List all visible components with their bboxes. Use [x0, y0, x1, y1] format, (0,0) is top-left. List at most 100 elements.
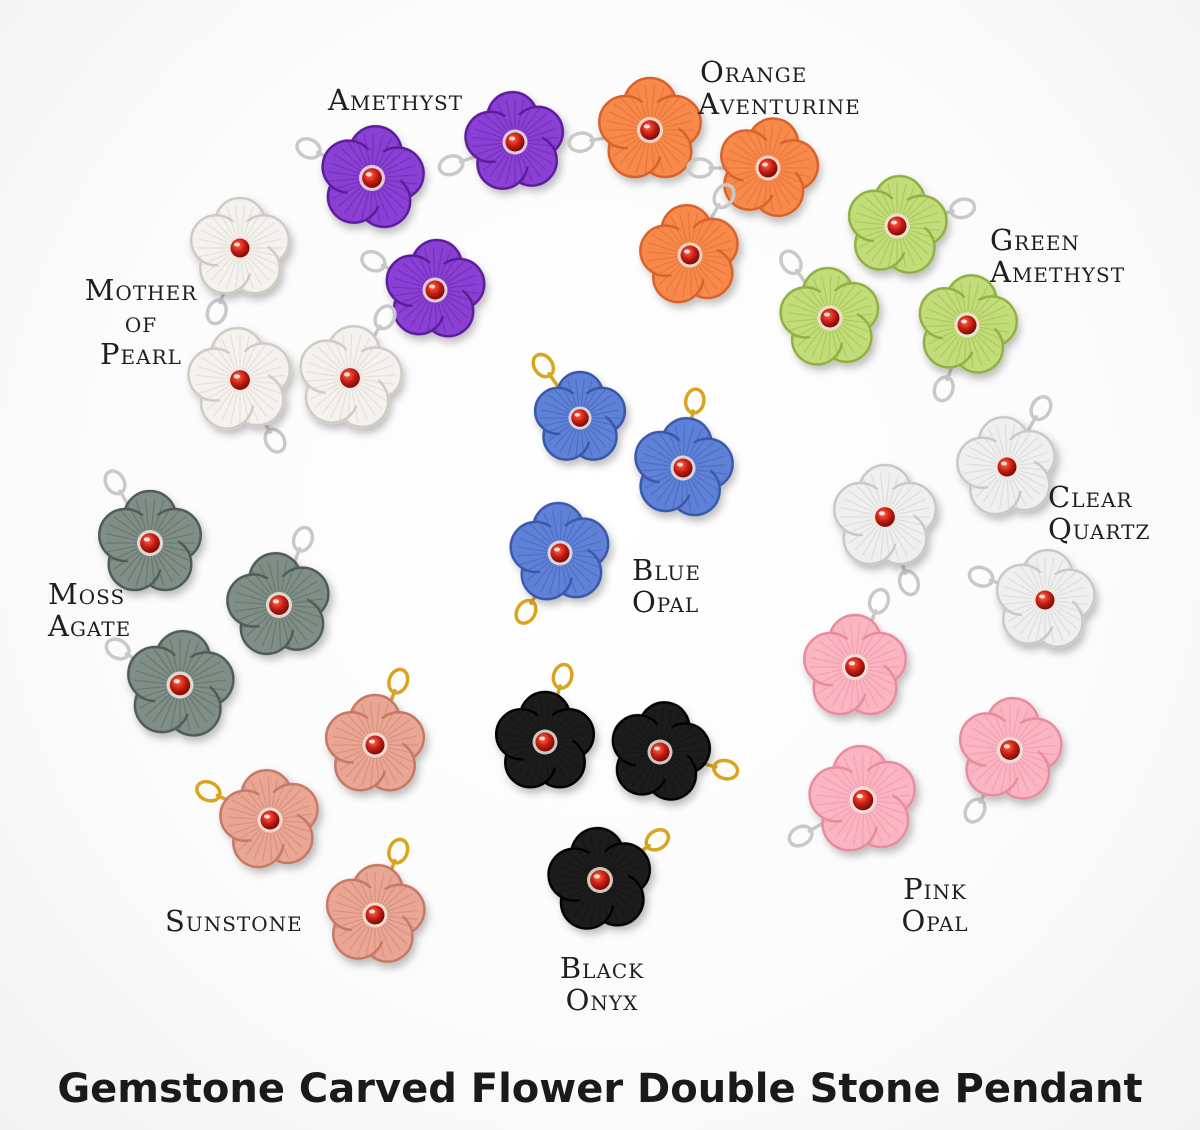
- center-cabochon: [505, 132, 525, 152]
- flower-pendant-sunstone: [324, 667, 426, 792]
- jump-ring: [205, 298, 228, 326]
- jump-ring: [195, 779, 222, 803]
- cabochon-highlight: [574, 412, 580, 417]
- carving-lines: [555, 835, 645, 925]
- carving-lines: [965, 705, 1055, 795]
- jump-ring: [867, 587, 891, 615]
- label-mother-of-pearl: Mother of Pearl: [84, 273, 198, 371]
- center-cabochon: [169, 674, 191, 696]
- center-cabochon: [680, 245, 700, 265]
- flower-pendant-green-amethyst: [779, 249, 880, 366]
- carving-lines: [105, 498, 195, 588]
- center-cabochon: [650, 742, 670, 762]
- flower-pendant-green-amethyst: [847, 174, 977, 274]
- center-cabochon: [425, 280, 445, 300]
- jump-ring: [963, 797, 987, 824]
- center-cabochon: [887, 216, 907, 236]
- carving-lines: [502, 699, 588, 785]
- cabochon-highlight: [762, 162, 768, 167]
- jump-ring: [683, 387, 706, 415]
- jump-ring: [387, 837, 410, 865]
- label-pink-opal: Pink Opal: [901, 872, 969, 938]
- carving-lines: [964, 424, 1050, 510]
- carving-lines: [392, 247, 478, 333]
- carving-lines: [605, 85, 695, 175]
- cabochon-highlight: [824, 312, 830, 317]
- flower-pendant-clear-quartz: [833, 463, 937, 597]
- flower-pendant-black-onyx: [547, 826, 671, 930]
- center-cabochon: [1035, 590, 1055, 610]
- jump-ring: [686, 157, 714, 179]
- carving-lines: [840, 472, 930, 562]
- flower-pendant-orange-aventurine: [686, 117, 820, 218]
- center-cabochon: [852, 789, 874, 811]
- carving-lines: [234, 560, 324, 650]
- carving-lines: [332, 871, 418, 959]
- label-clear-quartz: Clear Quartz: [1048, 480, 1151, 546]
- jump-ring: [295, 137, 322, 160]
- cabochon-highlight: [848, 661, 855, 666]
- carving-lines: [924, 282, 1010, 368]
- cabochon-highlight: [684, 249, 690, 254]
- jump-ring: [567, 131, 595, 154]
- cabochon-highlight: [1039, 594, 1045, 599]
- page-title: Gemstone Carved Flower Double Stone Pend…: [57, 1066, 1143, 1112]
- label-sunstone: Sunstone: [165, 904, 303, 938]
- cabochon-highlight: [343, 372, 350, 377]
- jump-ring: [712, 758, 740, 781]
- carving-lines: [517, 510, 603, 596]
- carving-lines: [197, 205, 283, 291]
- carving-lines: [195, 335, 285, 425]
- carving-lines: [724, 125, 812, 211]
- center-cabochon: [269, 595, 289, 615]
- center-cabochon: [820, 308, 840, 328]
- label-green-amethyst: Green Amethyst: [990, 223, 1126, 289]
- cabochon-highlight: [878, 511, 885, 516]
- flower-pendant-clear-quartz: [956, 395, 1056, 516]
- flower-pendant-amethyst: [360, 238, 486, 338]
- jump-ring: [967, 565, 995, 588]
- center-cabochon: [362, 168, 382, 188]
- carving-lines: [227, 777, 313, 863]
- cabochon-highlight: [369, 739, 375, 744]
- center-cabochon: [550, 543, 570, 563]
- jump-ring: [897, 569, 921, 597]
- flower-pendant-blue-opal: [509, 501, 610, 625]
- flower-pendant-amethyst: [437, 90, 565, 190]
- carving-lines: [332, 702, 418, 788]
- jump-ring: [514, 598, 538, 625]
- jump-ring: [373, 304, 397, 331]
- carving-lines: [816, 753, 910, 847]
- flower-pendant-pink-opal: [787, 744, 916, 852]
- cabochon-highlight: [643, 124, 650, 129]
- flower-pendant-pink-opal: [958, 696, 1063, 824]
- center-cabochon: [640, 120, 660, 140]
- carving-lines: [617, 709, 703, 795]
- flower-pendant-blue-opal: [634, 387, 734, 517]
- label-black-onyx: Black Onyx: [559, 951, 645, 1017]
- jump-ring: [949, 197, 977, 220]
- label-moss-agate: Moss Agate: [48, 577, 132, 643]
- cabochon-highlight: [554, 547, 560, 552]
- center-cabochon: [535, 732, 555, 752]
- cabochon-highlight: [365, 172, 372, 177]
- cabochon-highlight: [272, 599, 279, 604]
- cabochon-highlight: [143, 537, 151, 542]
- carving-lines: [472, 98, 558, 185]
- carving-lines: [854, 183, 940, 269]
- jump-ring: [787, 824, 814, 848]
- flower-pendant-green-amethyst: [918, 274, 1019, 403]
- cabochon-highlight: [1003, 744, 1010, 749]
- jump-ring: [103, 469, 127, 496]
- flower-pendant-orange-aventurine: [639, 183, 739, 304]
- cabochon-highlight: [369, 909, 375, 914]
- carving-lines: [810, 622, 900, 712]
- label-blue-opal: Blue Opal: [632, 553, 701, 619]
- label-orange-aventurine: Orange Aventurine: [698, 55, 861, 121]
- center-cabochon: [365, 735, 385, 755]
- cabochon-highlight: [891, 220, 897, 225]
- center-cabochon: [758, 158, 778, 178]
- jump-ring: [779, 249, 803, 276]
- center-cabochon: [997, 457, 1017, 477]
